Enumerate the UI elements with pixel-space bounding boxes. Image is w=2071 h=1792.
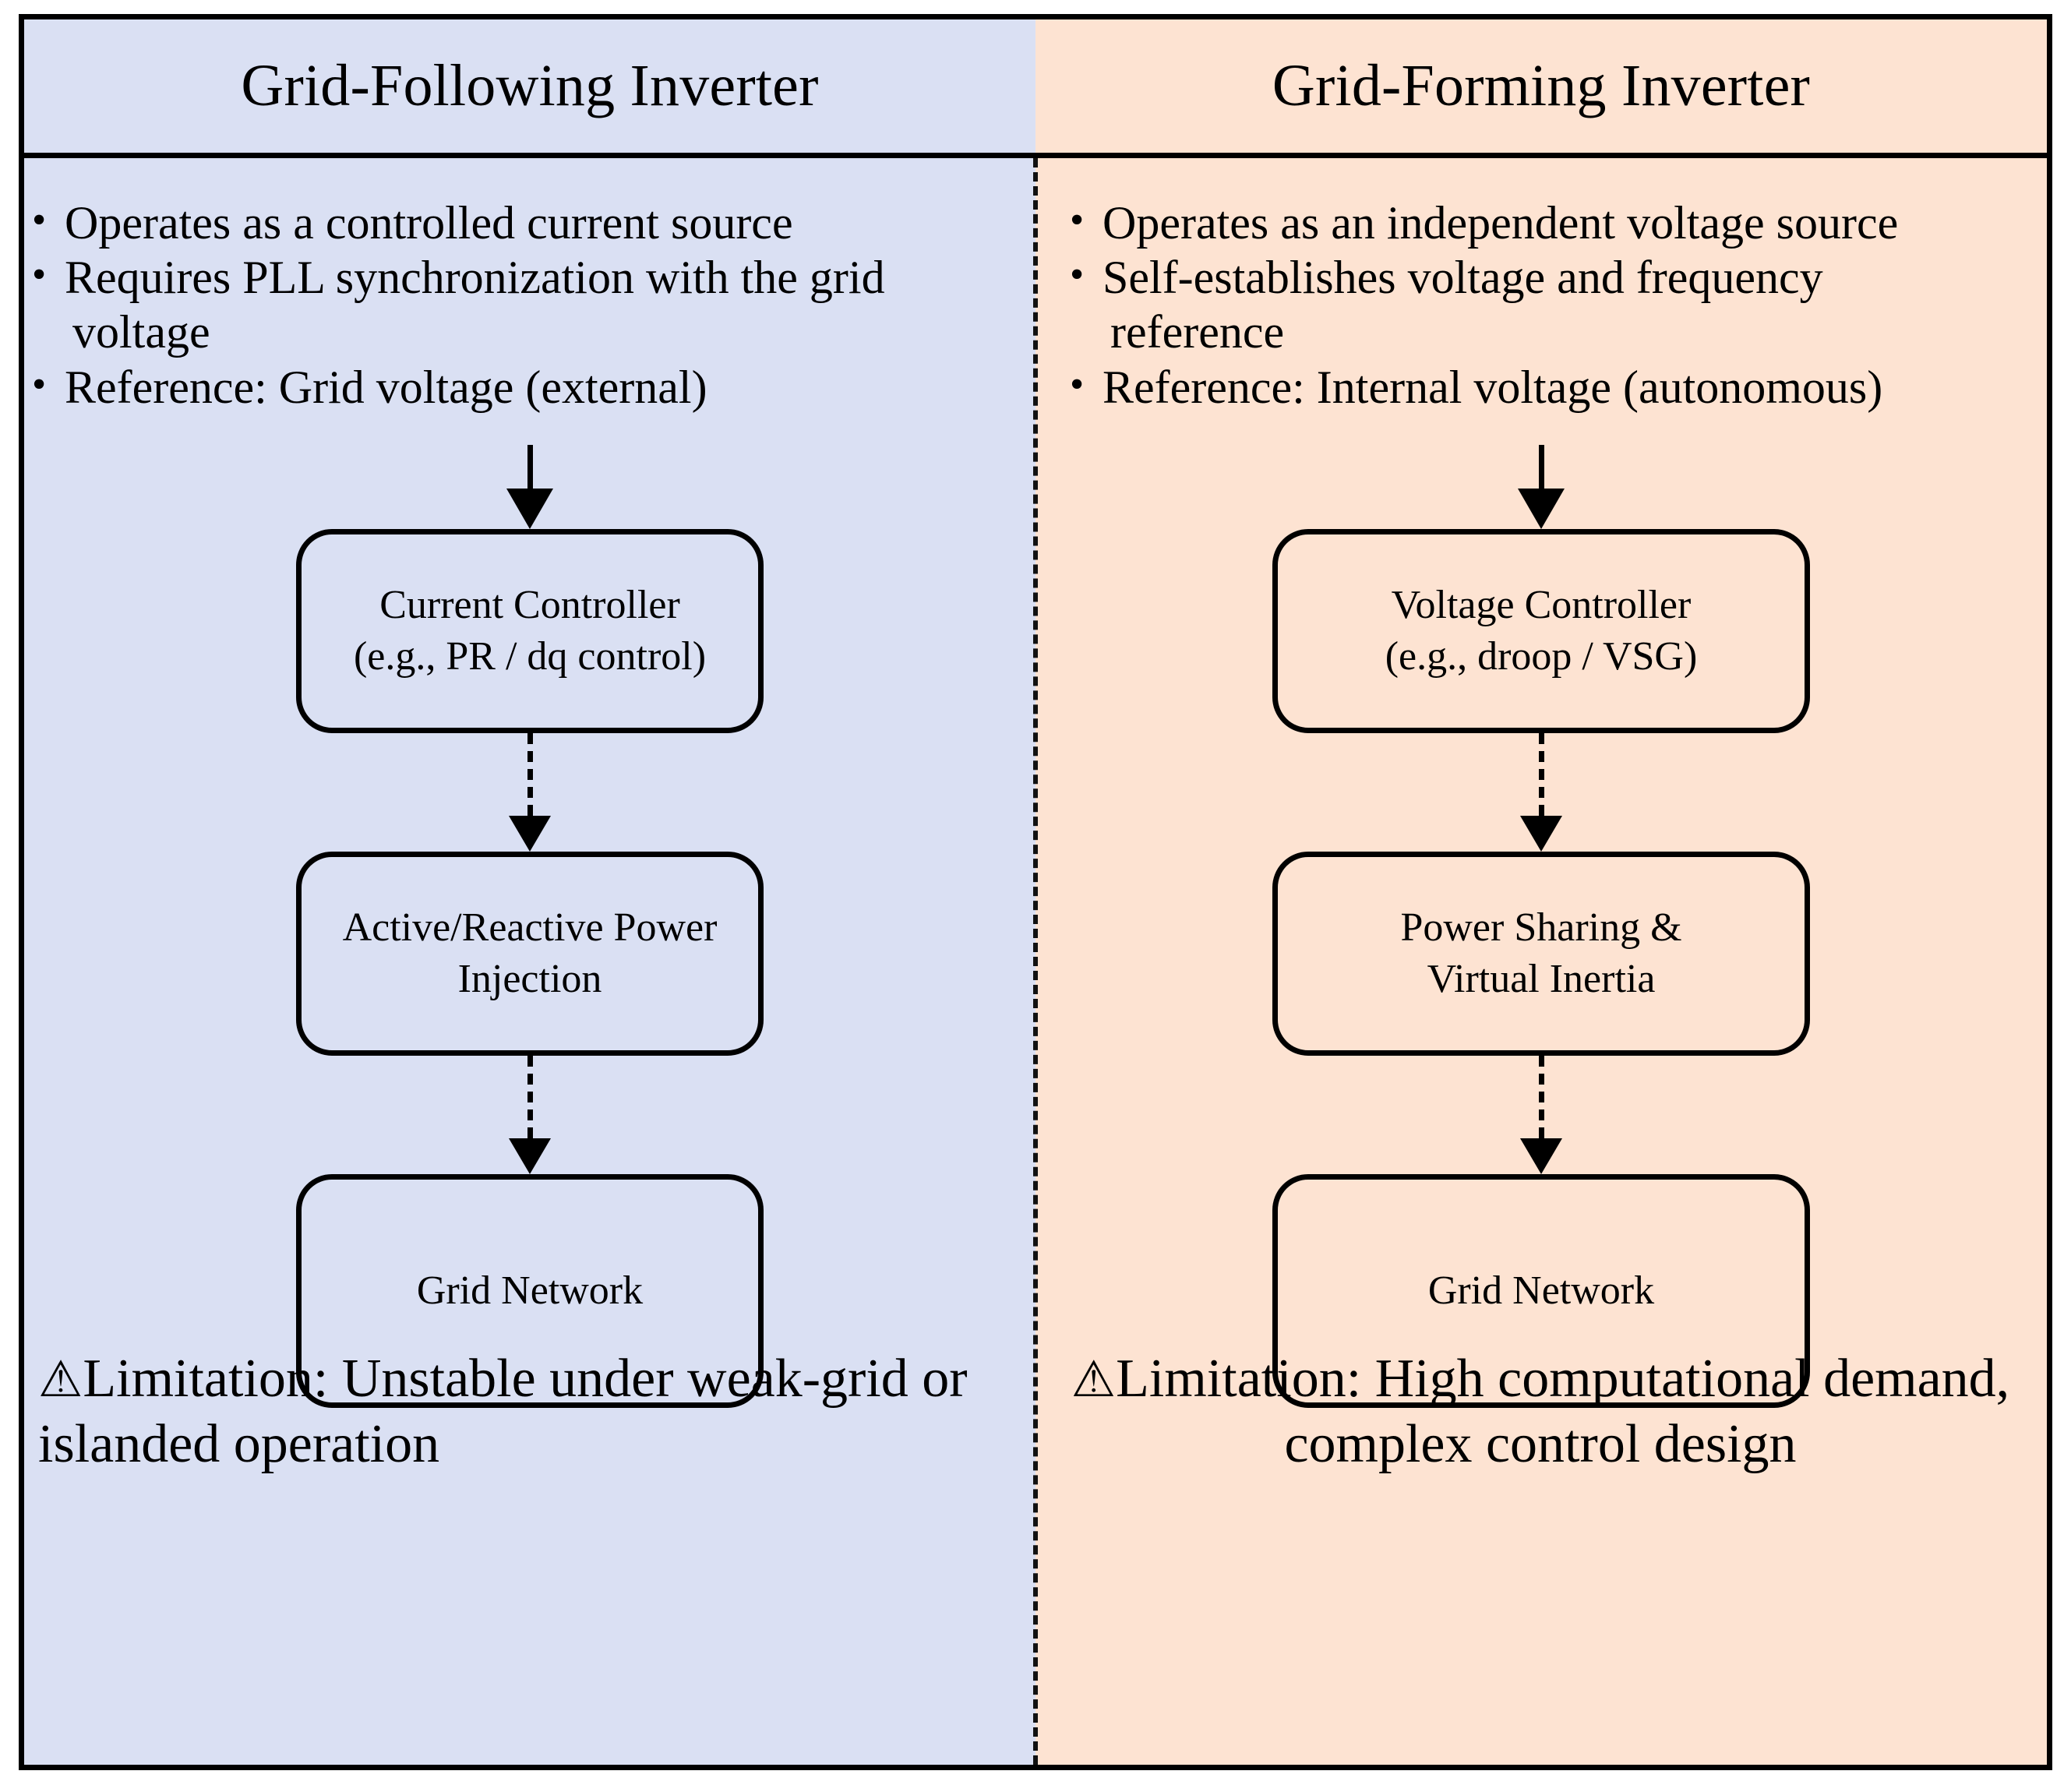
panel-grid-forming: • Operates as an independent voltage sou… — [1036, 158, 2047, 1765]
warning-triangle-icon: ⚠ — [1071, 1352, 1117, 1407]
limitation-grid-following: ⚠Limitation: Unstable under weak-grid or… — [24, 1346, 1036, 1477]
arrow-head — [1520, 816, 1562, 852]
list-item-label: Self-establishes voltage and frequency — [1103, 252, 1823, 304]
arrow-head — [506, 489, 553, 529]
comparison-table: Grid-Following Inverter Grid-Forming Inv… — [19, 14, 2052, 1770]
bullet-marker-icon: • — [32, 252, 47, 298]
arrow-stem — [527, 733, 533, 816]
bullet-marker-icon: • — [32, 198, 47, 242]
arrow-head — [509, 816, 551, 852]
list-item-label: Operates as a controlled current source — [65, 197, 793, 249]
header-row: Grid-Following Inverter Grid-Forming Inv… — [24, 19, 2047, 158]
limitation-grid-forming: ⚠Limitation: High computational demand, … — [1036, 1346, 2047, 1477]
bullet-marker-icon: • — [1070, 252, 1085, 298]
flow-node-line: (e.g., PR / dq control) — [353, 634, 707, 679]
arrow-stem — [1539, 445, 1544, 495]
entry-arrow-icon — [506, 445, 553, 529]
bullet-marker-icon: • — [32, 362, 47, 407]
list-item-label: Reference: Internal voltage (autonomous) — [1103, 361, 1883, 413]
flow-node-line: Voltage Controller — [1391, 583, 1692, 628]
flow-node-line: Grid Network — [1427, 1268, 1655, 1314]
bullet-list-grid-following: • Operates as a controlled current sourc… — [24, 196, 1036, 414]
panel-grid-following: • Operates as a controlled current sourc… — [24, 158, 1036, 1765]
arrow-head — [1518, 489, 1565, 529]
flow-node-grid-network[interactable]: Grid Network — [296, 1174, 764, 1408]
header-cell-grid-following: Grid-Following Inverter — [24, 19, 1036, 153]
bullet-marker-icon: • — [1070, 198, 1085, 242]
list-item-continuation: reference — [1070, 305, 2028, 359]
flow-node-line: Grid Network — [416, 1268, 644, 1314]
flow-node-line: Current Controller — [379, 583, 680, 628]
bullet-marker-icon: • — [1070, 362, 1085, 407]
warning-triangle-icon: ⚠ — [38, 1352, 83, 1407]
dashed-arrow-icon — [1520, 1056, 1562, 1174]
body-row: • Operates as a controlled current sourc… — [24, 158, 2047, 1765]
column-title-grid-following: Grid-Following Inverter — [241, 52, 819, 118]
dashed-arrow-icon — [509, 1056, 551, 1174]
bullet-list-grid-forming: • Operates as an independent voltage sou… — [1036, 196, 2047, 414]
arrow-head — [509, 1138, 551, 1174]
limitation-label: Limitation: High computational demand, c… — [1116, 1349, 2010, 1474]
list-item: • Operates as an independent voltage sou… — [1070, 196, 2028, 250]
flowchart-grid-forming: Voltage Controller (e.g., droop / VSG) P… — [1036, 445, 2047, 1408]
list-item: • Self-establishes voltage and frequency — [1070, 250, 2028, 305]
arrow-head — [1520, 1138, 1562, 1174]
flow-node-grid-network[interactable]: Grid Network — [1272, 1174, 1810, 1408]
list-item: • Reference: Grid voltage (external) — [32, 360, 1009, 414]
header-cell-grid-forming: Grid-Forming Inverter — [1036, 19, 2047, 153]
list-item: • Requires PLL synchronization with the … — [32, 250, 1009, 305]
list-item: • Reference: Internal voltage (autonomou… — [1070, 360, 2028, 414]
list-item-label: Reference: Grid voltage (external) — [65, 361, 707, 413]
flowchart-grid-following: Current Controller (e.g., PR / dq contro… — [24, 445, 1036, 1408]
flow-node-line: Virtual Inertia — [1427, 957, 1656, 1001]
arrow-stem — [1539, 733, 1544, 816]
flow-node-voltage-controller[interactable]: Voltage Controller (e.g., droop / VSG) — [1272, 529, 1810, 733]
list-item-label: Operates as an independent voltage sourc… — [1103, 197, 1899, 249]
column-title-grid-forming: Grid-Forming Inverter — [1272, 52, 1811, 118]
dashed-arrow-icon — [509, 733, 551, 852]
list-item-label: Requires PLL synchronization with the gr… — [65, 252, 885, 304]
dashed-arrow-icon — [1520, 733, 1562, 852]
list-item-continuation: voltage — [32, 305, 1009, 359]
limitation-label: Limitation: Unstable under weak-grid or … — [38, 1349, 968, 1474]
flow-node-line: Power Sharing & — [1400, 905, 1682, 951]
column-divider — [1033, 158, 1038, 1765]
arrow-stem — [1539, 1056, 1544, 1138]
arrow-stem — [527, 445, 533, 495]
flow-node-current-controller[interactable]: Current Controller (e.g., PR / dq contro… — [296, 529, 764, 733]
list-item: • Operates as a controlled current sourc… — [32, 196, 1009, 250]
entry-arrow-icon — [1518, 445, 1565, 529]
flow-node-power-injection[interactable]: Active/Reactive Power Injection — [296, 852, 764, 1056]
flow-node-line: (e.g., droop / VSG) — [1385, 634, 1698, 679]
list-item-label: reference — [1110, 306, 1285, 358]
flow-node-line: Injection — [457, 957, 602, 1001]
flow-node-line: Active/Reactive Power — [342, 905, 718, 951]
arrow-stem — [527, 1056, 533, 1138]
list-item-label: voltage — [72, 306, 210, 358]
flow-node-power-sharing[interactable]: Power Sharing & Virtual Inertia — [1272, 852, 1810, 1056]
